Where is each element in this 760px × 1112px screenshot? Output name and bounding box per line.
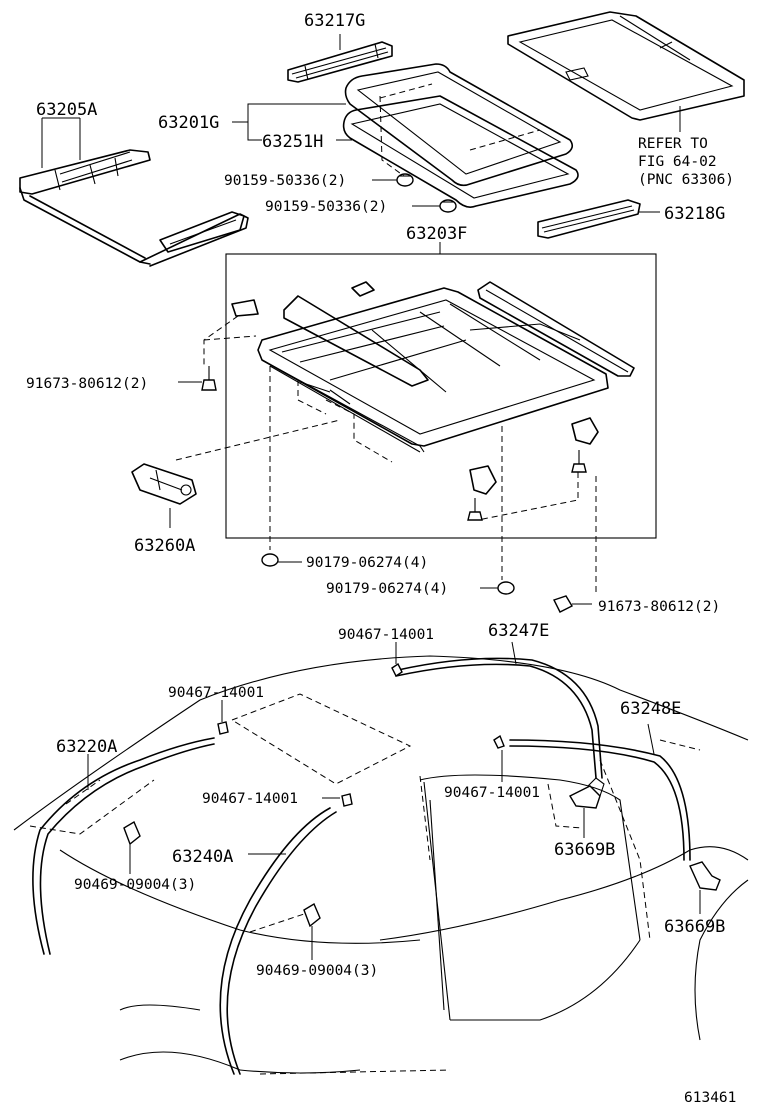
- bolt-90159-a: [396, 173, 414, 187]
- label-63203F: 63203F: [406, 224, 467, 244]
- nut-90179-b: [497, 581, 515, 595]
- leader-63248E: [647, 723, 655, 755]
- label-63217G: 63217G: [304, 11, 365, 31]
- label-bolt-90159-a: 90159-50336(2): [224, 173, 346, 189]
- label-clip-90467-b: 90467-14001: [168, 685, 264, 701]
- screw-91673-a: [201, 366, 217, 391]
- label-63220A: 63220A: [56, 737, 117, 757]
- hose-connector-63669B-b: [689, 861, 721, 891]
- leader-bolt-a-dash: [379, 95, 405, 177]
- label-retainer-90469-b: 90469-09004(3): [256, 963, 378, 979]
- dash-a: [203, 315, 257, 366]
- motor-63260A: [131, 463, 197, 505]
- clip-90467-d: [341, 793, 353, 807]
- label-63669B-b: 63669B: [664, 917, 725, 937]
- label-63247E: 63247E: [488, 621, 549, 641]
- dash-d: [477, 472, 579, 521]
- sunshade-panel: [507, 11, 745, 121]
- clip-90467-a: [391, 662, 403, 678]
- drain-hose-63240A: [219, 807, 337, 1075]
- screw-91673-b: [553, 595, 573, 613]
- label-screw-91673-b: 91673-80612(2): [598, 599, 720, 615]
- dash-c: [297, 380, 393, 463]
- drain-hose-63248E: [509, 739, 691, 861]
- label-63248E: 63248E: [620, 699, 681, 719]
- label-63218G: 63218G: [664, 204, 725, 224]
- retainer-90469-a: [123, 820, 141, 846]
- dash-motor: [175, 419, 341, 461]
- label-bolt-90159-b: 90159-50336(2): [265, 199, 387, 215]
- screw-inside-a: [571, 450, 587, 473]
- label-clip-90467-c: 90467-14001: [444, 785, 540, 801]
- clip-90467-b: [217, 721, 229, 735]
- label-63260A: 63260A: [134, 536, 195, 556]
- drain-hose-63247E: [395, 657, 603, 779]
- sunroof-frame-63203F: [231, 281, 635, 495]
- label-63240A: 63240A: [172, 847, 233, 867]
- retainer-90469-b: [303, 902, 321, 928]
- label-screw-91673-a: 91673-80612(2): [26, 376, 148, 392]
- deflector-strip-63218G: [537, 199, 641, 239]
- label-63205A: 63205A: [36, 100, 97, 120]
- label-nut-90179-a: 90179-06274(4): [306, 555, 428, 571]
- label-refer-3: (PNC 63306): [638, 172, 734, 188]
- leader-63205A: [41, 117, 81, 168]
- frame-assembly-box: [225, 253, 657, 539]
- glass-seal-63251H: [342, 95, 579, 208]
- drain-hose-63220A: [32, 737, 215, 955]
- label-refer-2: FIG 64-02: [638, 154, 717, 170]
- label-63669B-a: 63669B: [554, 840, 615, 860]
- hose-connector-63669B-a: [569, 777, 605, 809]
- nut-90179-a: [261, 553, 279, 567]
- label-nut-90179-b: 90179-06274(4): [326, 581, 448, 597]
- clip-90467-c: [493, 734, 505, 749]
- label-clip-90467-a: 90467-14001: [338, 627, 434, 643]
- label-refer-1: REFER TO: [638, 136, 708, 152]
- drive-rail-63205A: [19, 149, 249, 267]
- screw-inside-b: [467, 498, 483, 521]
- label-63251H: 63251H: [262, 132, 323, 152]
- car-body-outline: [13, 655, 749, 1075]
- label-retainer-90469-a: 90469-09004(3): [74, 877, 196, 893]
- leader-63201G: [232, 103, 346, 141]
- deflector-strip-63217G: [287, 41, 393, 83]
- bolt-90159-b: [439, 199, 457, 213]
- label-clip-90467-d: 90467-14001: [202, 791, 298, 807]
- sunroof-glass-63201G: [344, 63, 574, 187]
- leader-63247E: [511, 641, 517, 665]
- label-63201G: 63201G: [158, 113, 219, 133]
- figure-number: 613461: [684, 1090, 736, 1106]
